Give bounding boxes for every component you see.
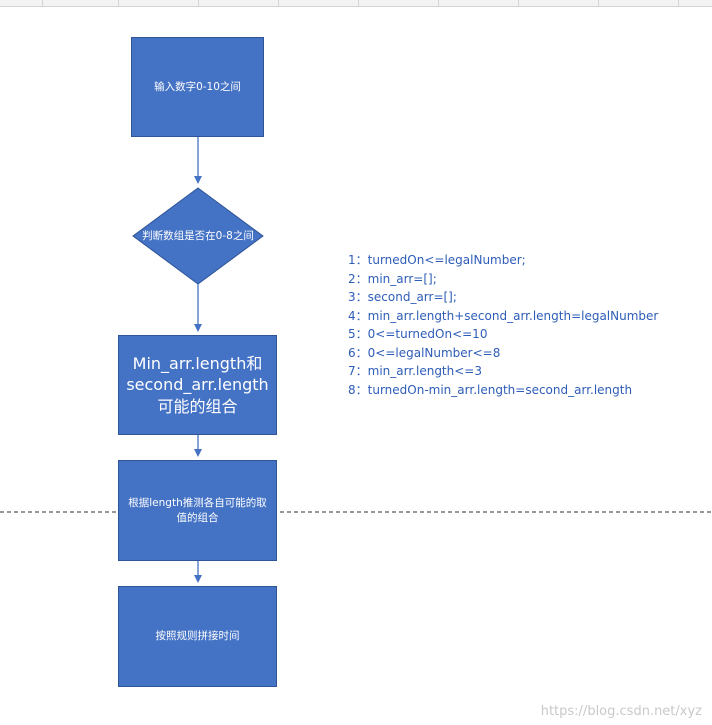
note-row: 2：min_arr=[]; <box>348 270 658 289</box>
column-divider <box>42 0 43 6</box>
column-divider <box>358 0 359 6</box>
note-row: 1：turnedOn<=legalNumber; <box>348 251 658 270</box>
input-process-box: 输入数字0-10之间 <box>131 37 264 137</box>
column-divider <box>118 0 119 6</box>
note-number: 8： <box>348 382 368 397</box>
column-divider <box>598 0 599 6</box>
note-row: 6：0<=legalNumber<=8 <box>348 344 658 363</box>
note-number: 3： <box>348 290 368 304</box>
note-text: 0<=legalNumber<=8 <box>367 345 501 360</box>
note-row: 7：min_arr.length<=3 <box>348 362 658 381</box>
derive-process-box: 根据length推测各自可能的取值的组合 <box>118 460 277 561</box>
note-text: min_arr.length+second_arr.length=legalNu… <box>367 308 659 323</box>
note-number: 4： <box>348 308 368 323</box>
note-row: 3：second_arr=[]; <box>348 288 658 307</box>
derive-process-label: 根据length推测各自可能的取值的组合 <box>128 496 267 524</box>
note-row: 8：turnedOn-min_arr.length=second_arr.len… <box>348 381 658 400</box>
watermark: https://blog.csdn.net/xyz <box>540 704 702 719</box>
note-number: 6： <box>348 345 368 360</box>
note-number: 5： <box>348 327 368 341</box>
combinations-label-line3: 可能的组合 <box>157 396 238 416</box>
combinations-process-box: Min_arr.length和 second_arr.length 可能的组合 <box>118 335 277 435</box>
spreadsheet-column-header-strip <box>0 0 712 7</box>
note-text: 0<=turnedOn<=10 <box>367 327 488 341</box>
note-row: 5：0<=turnedOn<=10 <box>348 325 658 344</box>
note-number: 2： <box>348 271 368 286</box>
note-text: second_arr=[]; <box>367 290 457 304</box>
column-divider <box>518 0 519 6</box>
note-text: turnedOn<=legalNumber; <box>367 253 526 267</box>
decision-label: 判断数组是否在0-8之间 <box>142 230 254 242</box>
combinations-label-line2: second_arr.length <box>126 375 269 395</box>
column-divider <box>678 0 679 6</box>
note-number: 1： <box>348 253 368 267</box>
note-row: 4：min_arr.length+second_arr.length=legal… <box>348 307 658 326</box>
note-number: 7： <box>348 364 368 378</box>
column-divider <box>278 0 279 6</box>
column-divider <box>438 0 439 6</box>
note-text: min_arr=[]; <box>367 271 437 286</box>
input-process-label: 输入数字0-10之间 <box>154 80 241 93</box>
concat-process-box: 按照规则拼接时间 <box>118 586 277 687</box>
concat-process-label: 按照规则拼接时间 <box>155 630 240 643</box>
note-text: turnedOn-min_arr.length=second_arr.lengt… <box>367 382 633 397</box>
constraint-notes: 1：turnedOn<=legalNumber; 2：min_arr=[]; 3… <box>348 251 658 399</box>
note-text: min_arr.length<=3 <box>367 364 482 378</box>
column-divider <box>198 0 199 6</box>
combinations-label-line1: Min_arr.length和 <box>132 353 263 373</box>
